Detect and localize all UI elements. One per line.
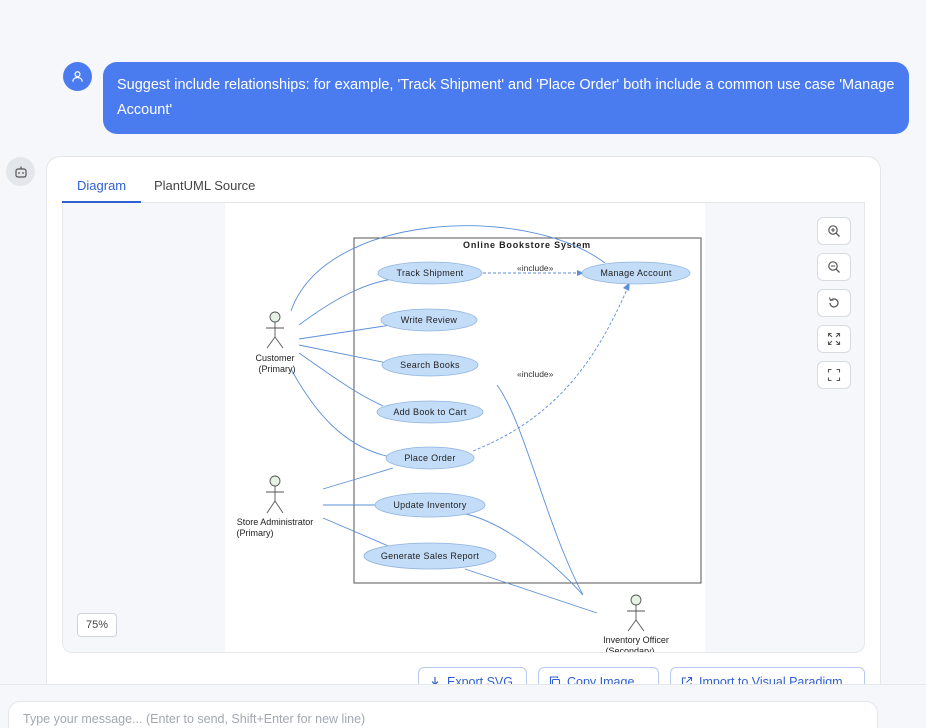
- actor-customer-name: Customer: [255, 353, 294, 363]
- reset-view-button[interactable]: [817, 289, 851, 317]
- use-case-add-book-to-cart-shape[interactable]: [376, 400, 484, 424]
- zoom-out-button[interactable]: [817, 253, 851, 281]
- use-case-search-books-shape[interactable]: [381, 353, 479, 377]
- actor-inventory-officer-figure: [627, 594, 645, 632]
- composer-area: Type your message... (Enter to send, Shi…: [0, 684, 926, 728]
- use-case-search-books: Search Books: [400, 360, 460, 370]
- actor-inventory-officer-role: (Secondary): [605, 646, 654, 652]
- fullscreen-icon: [827, 368, 841, 382]
- reset-icon: [828, 297, 839, 308]
- assoc-customer-place-order: [290, 368, 392, 458]
- assoc-officer-sales-report: [464, 568, 598, 614]
- diagram-card: Diagram PlantUML Source Online Bookstore…: [46, 156, 881, 716]
- diagram-viewport[interactable]: Online Bookstore System: [62, 203, 865, 653]
- assoc-customer-search-books: [298, 344, 388, 364]
- assoc-officer-update-inventory: [459, 512, 584, 596]
- zoom-toolbar: [817, 217, 851, 397]
- user-avatar: [63, 62, 92, 91]
- user-icon: [72, 71, 83, 82]
- zoom-in-icon: [828, 225, 840, 237]
- use-case-update-inventory-shape[interactable]: [374, 492, 486, 518]
- tab-bar: Diagram PlantUML Source: [62, 171, 865, 203]
- assoc-customer-add-cart: [298, 352, 384, 407]
- fullscreen-button[interactable]: [817, 361, 851, 389]
- assoc-admin-place-order: [322, 467, 394, 490]
- user-message-bubble: Suggest include relationships: for examp…: [103, 62, 909, 134]
- message-input[interactable]: Type your message... (Enter to send, Shi…: [8, 701, 878, 728]
- use-case-manage-account: Manage Account: [600, 268, 671, 278]
- bot-avatar: [6, 157, 35, 186]
- actor-store-administrator-figure: [266, 475, 284, 514]
- use-case-diagram: Online Bookstore System: [237, 225, 702, 652]
- use-case-generate-sales-report-shape[interactable]: [363, 542, 497, 570]
- zoom-out-icon: [828, 261, 840, 273]
- actor-customer-role: (Primary): [259, 364, 296, 374]
- use-case-track-shipment: Track Shipment: [397, 268, 464, 278]
- use-case-write-review: Write Review: [401, 315, 458, 325]
- diagram-canvas: Online Bookstore System: [225, 203, 705, 652]
- tab-plantuml-source[interactable]: PlantUML Source: [154, 178, 256, 193]
- include-order-to-manage: [472, 286, 629, 452]
- include-label-2: «include»: [517, 369, 554, 379]
- system-boundary: [353, 237, 702, 584]
- include-arrow-head-1: [577, 270, 584, 276]
- assoc-customer-track-shipment: [298, 278, 394, 326]
- use-case-place-order-shape[interactable]: [385, 446, 475, 470]
- fit-to-view-button[interactable]: [817, 325, 851, 353]
- use-case-track-shipment-shape[interactable]: [377, 261, 483, 285]
- include-label-1: «include»: [517, 263, 554, 273]
- use-case-manage-account-shape[interactable]: [581, 261, 691, 285]
- use-case-add-book-to-cart: Add Book to Cart: [393, 407, 467, 417]
- assoc-admin-sales-report: [322, 517, 394, 549]
- use-case-update-inventory: Update Inventory: [393, 500, 467, 510]
- message-input-placeholder: Type your message... (Enter to send, Shi…: [23, 712, 366, 726]
- zoom-level-badge: 75%: [77, 613, 118, 637]
- actor-inventory-officer-name: Inventory Officer: [603, 635, 669, 645]
- user-message-text: Suggest include relationships: for examp…: [117, 77, 895, 118]
- actor-store-administrator-name: Store Administrator: [237, 517, 314, 527]
- use-case-write-review-shape[interactable]: [380, 308, 478, 332]
- fit-icon: [827, 332, 841, 346]
- use-case-place-order: Place Order: [404, 453, 455, 463]
- use-case-generate-sales-report: Generate Sales Report: [381, 551, 480, 561]
- robot-icon: [14, 166, 27, 178]
- tab-diagram[interactable]: Diagram: [62, 171, 142, 203]
- assoc-customer-manage-account: [290, 225, 606, 312]
- system-title: Online Bookstore System: [463, 240, 591, 250]
- actor-customer-figure: [266, 311, 284, 349]
- zoom-in-button[interactable]: [817, 217, 851, 245]
- assoc-customer-write-review: [298, 324, 392, 340]
- actor-store-administrator-role: (Primary): [237, 528, 274, 538]
- assoc-officer-search-books: [496, 384, 584, 596]
